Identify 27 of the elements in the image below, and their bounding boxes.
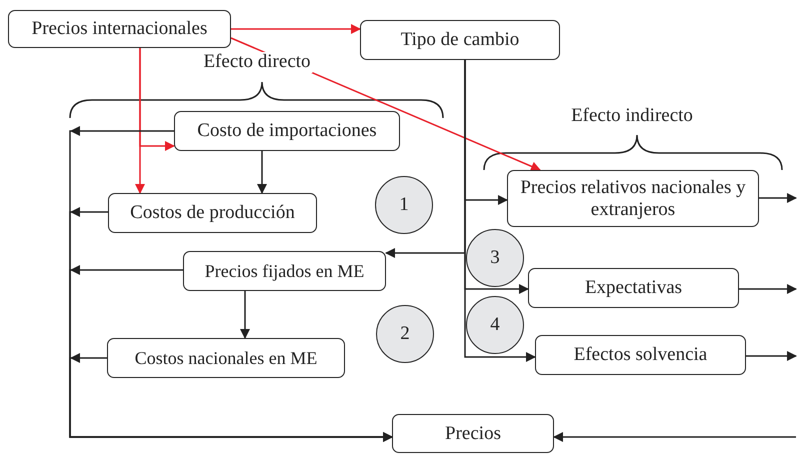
circle-number: 4 <box>490 314 500 336</box>
box-label: Tipo de cambio <box>400 29 520 51</box>
process-box <box>183 251 386 291</box>
box-label: Precios fijados en ME <box>204 260 364 282</box>
box-label: Precios <box>445 422 501 444</box>
box-label: Costos nacionales en ME <box>134 348 318 368</box>
process-box <box>535 335 746 375</box>
circle-number: 1 <box>399 194 409 216</box>
process-box <box>174 111 400 151</box>
process-box <box>107 338 345 378</box>
box-label: Costo de importaciones <box>197 120 377 142</box>
process-box <box>360 20 560 60</box>
process-box <box>392 414 554 453</box>
box-label: Precios relativos nacionales y extranjeros <box>519 176 747 220</box>
process-box <box>108 193 317 233</box>
box-label: Efectos solvencia <box>574 344 708 366</box>
box-label: Expectativas <box>584 277 682 299</box>
brace-label: Efecto directo <box>201 52 313 73</box>
process-box <box>8 10 231 48</box>
circle-number: 2 <box>400 323 410 345</box>
box-label: Precios internacionales <box>32 18 208 40</box>
process-box <box>507 170 759 227</box>
process-box <box>528 268 739 308</box>
number-circle <box>466 229 524 287</box>
circle-number: 3 <box>490 247 500 269</box>
number-circle <box>466 296 524 354</box>
box-label: Costos de producción <box>130 202 295 224</box>
